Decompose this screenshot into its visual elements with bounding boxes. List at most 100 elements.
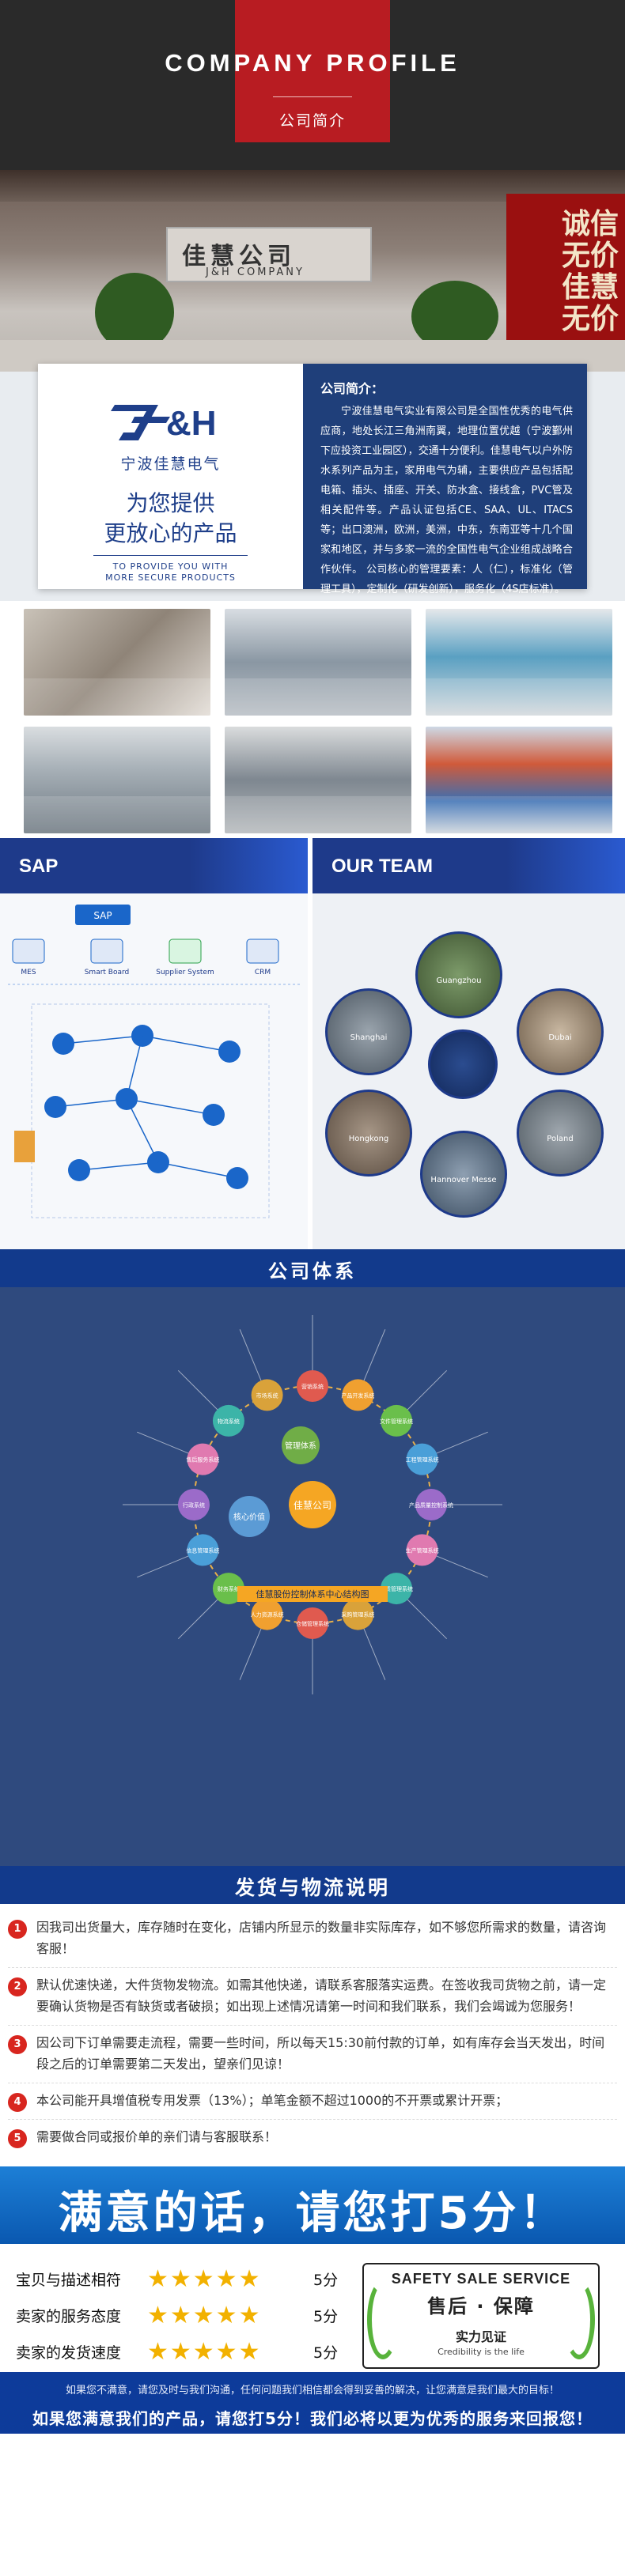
system-center-node [289,1481,336,1528]
system-node-label: 产品开发系统 [341,1392,374,1399]
header-subtitle: 公司简介 [278,112,346,130]
system-node-label: 品质管理系统 [380,1585,413,1592]
footer-line-2: 如果您满意我们的产品，请您打5分！我们必将以更为优秀的服务来回报您！ [32,2409,593,2428]
factory-photo [426,727,612,833]
rating-banner: 满意的话，请您打5分！ [0,2166,625,2244]
system-node [212,1404,244,1437]
sap-logo: SAP [93,910,112,921]
profile-card: &H 宁波佳慧电气 为您提供 更放心的产品 TO PROVIDE YOU WIT… [38,364,587,595]
slogan-en-line: TO PROVIDE YOU WITH [112,561,229,572]
company-profile-section: &H 宁波佳慧电气 为您提供 更放心的产品 TO PROVIDE YOU WIT… [0,364,625,601]
system-node [415,1489,447,1520]
rating-row: 卖家的服务态度 ★★★★★ 5分 [16,2299,338,2331]
sap-node-smart-board: Smart Board [85,969,130,976]
star-rating-icon: ★★★★★ [147,2301,262,2329]
rating-label: 宝贝与描述相符 [16,2271,122,2289]
shipping-note: 5 需要做合同或报价单的亲们请与客服联系！ [8,2120,617,2155]
sap-title: SAP [0,838,308,893]
office-wall-slogan-line: 无价 [561,302,619,335]
note-number: 4 [8,2093,27,2112]
team-photo: Hongkong [325,1090,412,1177]
factory-photo [24,727,210,833]
office-sign-en: J&H COMPANY [206,266,305,278]
office-photo: 佳慧公司 J&H COMPANY 诚信 无价 佳慧 无价 [0,170,625,372]
shipping-note: 3 因公司下订单需要走流程，需要一些时间，所以每天15:30前付款的订单，如有库… [8,2026,617,2083]
system-node [342,1379,374,1411]
header-red-panel [235,0,390,142]
note-text: 默认优速快递，大件货物发物流。如需其他快递，请联系客服落实运费。在签收我司货物之… [36,1977,607,2014]
team-city-label: Shanghai [350,1033,388,1043]
team-city-label: Dubai [548,1033,572,1043]
system-core-label: 核心价值 [233,1512,265,1522]
team-city-label: Hongkong [348,1135,389,1144]
office-red-wall [506,194,625,352]
team-title: OUR TEAM [312,838,625,893]
note-number: 2 [8,1977,27,1996]
system-node-label: 财务系统 [218,1585,240,1592]
note-number: 1 [8,1920,27,1939]
shipping-notes: 1 因我司出货量大，库存随时在变化，店铺内所显示的数量非实际库存，如不够您所需求… [0,1904,625,2155]
team-city-label: Poland [547,1135,574,1144]
system-strategy-node [282,1426,320,1464]
system-node [406,1443,438,1475]
system-node-label: 产品质量控制系统 [409,1501,453,1509]
system-mindmap: 营销系统产品开发系统文件管理系统工程管理系统产品质量控制系统生产管理系统品质管理… [123,1315,502,1694]
star-rating-icon: ★★★★★ [147,2264,262,2293]
footer-line-1: 如果您不满意，请您及时与我们沟通，任何问题我们相信都会得到妥善的解决，让您满意是… [65,2385,559,2397]
system-node [251,1379,283,1411]
footer-message: 如果您不满意，请您及时与我们沟通，任何问题我们相信都会得到妥善的解决，让您满意是… [0,2372,625,2434]
rating-row: 卖家的发货速度 ★★★★★ 5分 [16,2336,338,2367]
system-node [297,1607,328,1639]
rating-score: 5分 [313,2271,339,2289]
badge-cn-title: 售后 · 保障 [427,2295,535,2317]
note-text: 本公司能开具增值税专用发票（13%）；单笔金额不超过1000的不开票或累计开票； [36,2093,509,2108]
svg-text:&H: &H [166,404,217,443]
system-node [381,1404,413,1437]
team-photo: Dubai [517,988,604,1075]
system-node [212,1573,244,1605]
system-node-label: 采购管理系统 [341,1611,374,1618]
system-node [381,1573,413,1605]
system-banner-box [237,1586,388,1602]
rating-row: 宝贝与描述相符 ★★★★★ 5分 [16,2263,338,2295]
system-center-label: 佳慧公司 [294,1499,331,1511]
office-wall-slogan-line: 佳慧 [561,270,619,304]
slogan-cn: 为您提供 更放心的产品 [38,489,303,549]
system-node-label: 工程管理系统 [406,1456,439,1464]
office-wall-slogan: 诚信 无价 佳慧 无价 [562,208,619,334]
system-node [251,1598,283,1630]
company-profile-header: COMPANY PROFILE 公司简介 [0,0,625,170]
plant-decoration [95,273,174,352]
factory-photo [225,727,411,833]
sap-panel: SAP SAP MES Smart Board Supplier System … [0,838,312,1249]
sap-and-team-section: SAP SAP MES Smart Board Supplier System … [0,838,625,1249]
intro-title: 公司简介： [320,381,384,396]
sap-node-crm: CRM [255,969,271,976]
system-node [187,1534,219,1566]
shipping-note: 2 默认优速快递，大件货物发物流。如需其他快递，请联系客服落实运费。在签收我司货… [8,1968,617,2026]
note-text: 需要做合同或报价单的亲们请与客服联系！ [36,2129,278,2144]
sap-node-supplier: Supplier System [156,969,214,976]
globe-icon [428,1029,498,1099]
system-node-label: 文件管理系统 [380,1418,413,1425]
system-node-label: 售后服务系统 [186,1456,219,1464]
factory-photo [426,609,612,716]
system-title: 公司体系 [0,1249,625,1287]
rating-label: 卖家的发货速度 [16,2344,122,2362]
system-core-node [229,1496,270,1537]
system-strategy-label: 管理体系 [285,1441,316,1451]
rating-score: 5分 [313,2344,339,2362]
system-node-label: 物流系统 [218,1418,240,1425]
rating-section: 满意的话，请您打5分！ 宝贝与描述相符 ★★★★★ 5分 卖家的服务态度 ★★★… [0,2166,625,2372]
team-city-label: Guangzhou [436,976,482,986]
jh-logo-icon: &H [111,404,217,443]
star-rating-icon: ★★★★★ [147,2337,262,2366]
header-title: COMPANY PROFILE [165,49,460,77]
laurel-right-icon [563,2280,595,2359]
system-node-label: 生产管理系统 [406,1547,439,1554]
factory-photo [24,609,210,716]
factory-photo [225,609,411,716]
profile-card-brand: &H 宁波佳慧电气 为您提供 更放心的产品 TO PROVIDE YOU WIT… [38,364,303,589]
header-divider [273,96,352,97]
